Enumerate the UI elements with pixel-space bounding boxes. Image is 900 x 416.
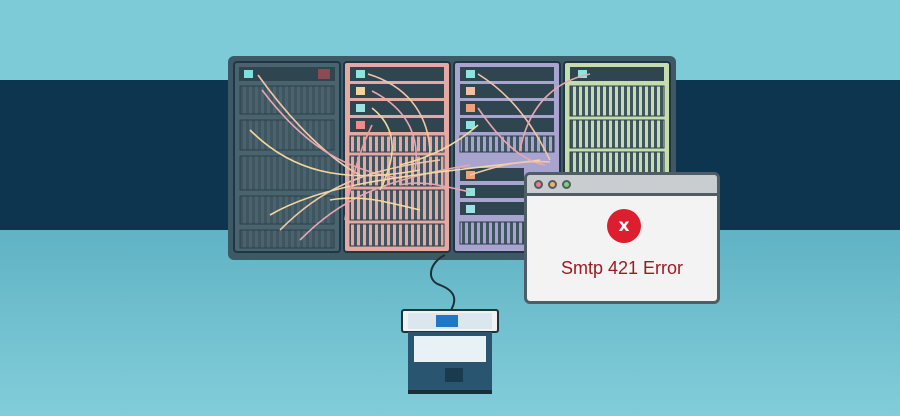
dialog-titlebar — [527, 175, 717, 196]
laptop — [401, 309, 499, 394]
server-rack-2 — [343, 61, 451, 253]
server-rack-1 — [233, 61, 341, 253]
error-message: Smtp 421 Error — [560, 258, 684, 278]
maximize-dot-icon[interactable] — [562, 179, 571, 189]
network-cables — [249, 73, 591, 241]
laptop-cable — [430, 254, 456, 313]
error-x-icon: x — [607, 209, 641, 243]
error-dialog[interactable]: x Smtp 421 Error — [524, 172, 720, 304]
close-dot-icon[interactable] — [534, 179, 543, 189]
minimize-dot-icon[interactable] — [548, 179, 557, 189]
